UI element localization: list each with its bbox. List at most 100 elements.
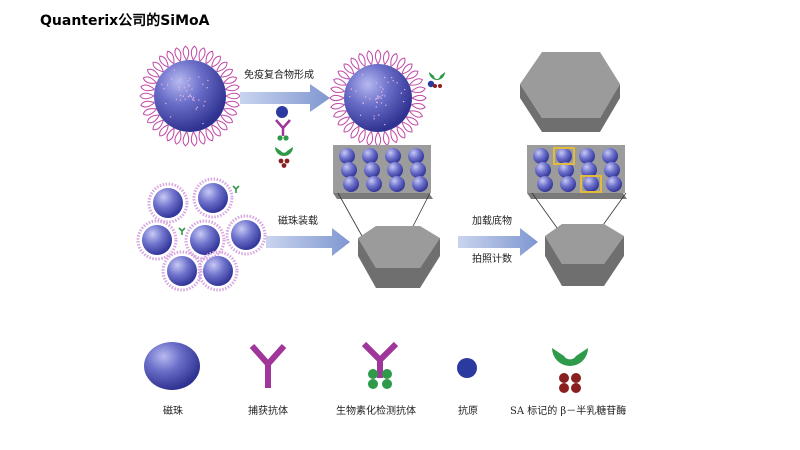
surface-dot xyxy=(381,91,382,92)
surface-dot xyxy=(396,82,397,83)
surface-dot xyxy=(186,90,187,91)
biotinylated-antibody-legend-icon xyxy=(364,344,396,389)
surface-dot xyxy=(189,78,190,79)
antibody-spike xyxy=(411,103,425,109)
antibody-spike xyxy=(183,132,189,146)
step-add-substrate-label: 加载底物 xyxy=(472,214,512,227)
surface-dot xyxy=(360,115,361,116)
antibody-spike xyxy=(143,77,156,83)
well-bead xyxy=(343,176,359,192)
legend-label-sa-enzyme: SA 标记的 β－半乳糖苷酶 xyxy=(510,404,626,417)
surface-dot xyxy=(369,98,370,99)
surface-dot xyxy=(190,94,191,95)
surface-dot xyxy=(355,90,356,91)
bound-antigen-marker xyxy=(233,186,239,193)
surface-dot xyxy=(365,96,366,97)
surface-dot xyxy=(349,96,350,97)
surface-dot xyxy=(178,89,179,90)
antibody-spike xyxy=(334,111,347,117)
surface-dot xyxy=(376,82,377,83)
antibody-spike xyxy=(409,79,422,85)
surface-dot xyxy=(204,101,205,102)
well-bead xyxy=(606,176,622,192)
surface-dot xyxy=(379,96,380,97)
antibody-spike xyxy=(411,87,425,93)
antibody-spike xyxy=(175,48,181,61)
surface-dot xyxy=(176,99,177,100)
well-array-loaded xyxy=(333,145,433,199)
antibody-spike xyxy=(334,79,347,85)
antibody-spike xyxy=(206,51,213,64)
surface-dot xyxy=(384,124,385,125)
small-bead xyxy=(231,220,261,250)
antigen-legend-icon xyxy=(457,358,477,378)
step-bead-loading-label: 磁珠装载 xyxy=(278,214,318,227)
surface-dot xyxy=(382,88,383,89)
bound-complex-icon xyxy=(428,72,445,88)
magnetic-bead-icon xyxy=(144,342,200,390)
surface-dot xyxy=(193,100,194,101)
surface-dot xyxy=(376,106,377,107)
legend-label-biotinylated-antibody: 生物素化检测抗体 xyxy=(336,404,416,417)
well-bead xyxy=(602,148,618,164)
antibody-spike xyxy=(412,95,426,100)
antibody-spike xyxy=(344,122,354,132)
surface-dot xyxy=(184,87,185,88)
antibody-spike xyxy=(224,77,237,83)
surface-dot xyxy=(163,88,164,89)
bound-antigen-marker xyxy=(179,228,185,235)
antibody-spike xyxy=(167,128,174,141)
antibody-spike xyxy=(147,69,159,77)
surface-dot xyxy=(178,87,179,88)
antibody-spike xyxy=(409,111,422,117)
well-bead xyxy=(533,148,549,164)
surface-dot xyxy=(351,88,352,89)
well-bead xyxy=(412,176,428,192)
antibody-spike xyxy=(338,117,350,125)
legend-label-antigen: 抗原 xyxy=(458,404,478,417)
antibody-spike xyxy=(351,58,359,70)
antibody-spike xyxy=(225,101,239,107)
antibody-spike xyxy=(140,93,154,99)
sa-beta-galactosidase-icon xyxy=(275,147,293,168)
well-array-signal xyxy=(527,145,627,199)
surface-dot xyxy=(206,87,207,88)
surface-dot xyxy=(195,108,196,109)
antibody-spike xyxy=(359,54,365,67)
surface-dot xyxy=(384,95,385,96)
tray-base xyxy=(527,193,627,199)
surface-dot xyxy=(191,89,192,90)
surface-dot xyxy=(385,105,386,106)
antibody-spike xyxy=(199,48,205,61)
capture-bead-large xyxy=(140,46,240,146)
antibody-spike xyxy=(383,131,389,145)
surface-dot xyxy=(174,69,175,70)
well-bead xyxy=(387,162,403,178)
antibody-spike xyxy=(175,131,181,144)
antibody-spike xyxy=(221,69,233,77)
surface-dot xyxy=(202,84,203,85)
arrow-bead-loading xyxy=(266,228,350,256)
array-chip-right xyxy=(545,224,624,286)
surface-dot xyxy=(378,114,379,115)
surface-dot xyxy=(197,107,198,108)
surface-dot xyxy=(165,103,166,104)
antibody-spike xyxy=(397,58,405,70)
antibody-spike xyxy=(402,64,412,74)
surface-dot xyxy=(183,96,184,97)
small-bead xyxy=(167,256,197,286)
antibody-spike xyxy=(344,64,354,74)
antibody-spike xyxy=(226,93,240,99)
step-immunocomplex-label: 免疫复合物形成 xyxy=(244,68,314,81)
well-bead xyxy=(410,162,426,178)
antibody-spike xyxy=(330,95,344,100)
surface-dot xyxy=(170,116,171,117)
surface-dot xyxy=(161,84,162,85)
surface-dot xyxy=(373,118,374,119)
surface-dot xyxy=(198,99,199,100)
array-chip-top-right xyxy=(520,52,620,132)
step-photo-count-label: 拍照计数 xyxy=(472,252,512,265)
antibody-spike xyxy=(367,131,373,145)
well-bead xyxy=(583,176,599,192)
antibody-spike xyxy=(391,129,397,142)
